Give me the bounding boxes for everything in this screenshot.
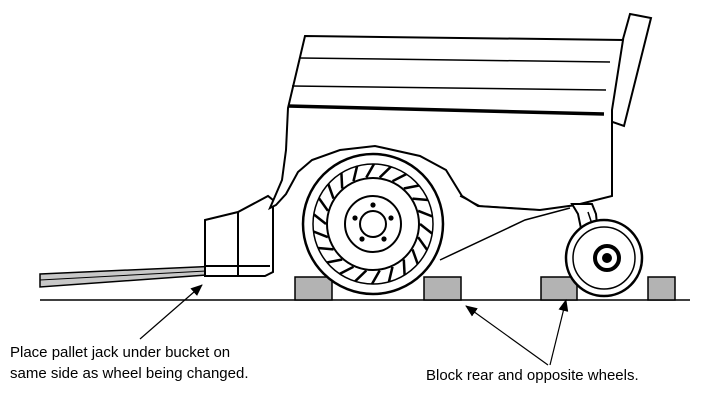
tread-lug (417, 209, 433, 218)
tread-lug (339, 265, 355, 276)
tread-lug (326, 258, 343, 264)
undercarriage-line (439, 207, 571, 261)
tread-lug (327, 183, 335, 200)
tread-lug (352, 165, 359, 182)
tread-lug (370, 269, 381, 285)
tread-lug (313, 213, 327, 225)
bucket (204, 194, 274, 277)
wheel-blocks (294, 276, 676, 301)
tread-lug (365, 163, 376, 179)
pallet-jack-caption: Place pallet jack under bucket on same s… (10, 342, 249, 384)
pallet-jack-arrow (139, 284, 203, 340)
tread-lug (403, 184, 420, 190)
tread-lug (402, 259, 406, 276)
block-wheels-caption-text: Block rear and opposite wheels. (426, 367, 639, 384)
tread-lug (317, 246, 334, 251)
tread-lug (387, 266, 394, 283)
block-arrow-front (465, 305, 549, 366)
tread-lug (313, 230, 329, 239)
tread-lug (378, 165, 392, 179)
block-front-right (423, 276, 462, 301)
tread-lug (411, 248, 419, 265)
tread-lug (412, 197, 429, 202)
rear-caster-wheel (564, 203, 644, 298)
tread-lug (417, 236, 429, 251)
pallet-jack-caption-line-2: same side as wheel being changed. (10, 365, 249, 382)
block-front-left (294, 276, 333, 301)
tread-lug (340, 172, 344, 189)
block-rear-left (540, 276, 578, 301)
block-wheels-caption: Block rear and opposite wheels. (426, 365, 639, 386)
block-arrow-rear (549, 299, 569, 366)
tread-lug (419, 223, 433, 235)
drive-wheel (301, 152, 445, 296)
pallet-jack-caption-line-1: Place pallet jack under bucket on (10, 344, 231, 361)
tread-lug (317, 197, 329, 212)
machine-body (268, 12, 653, 212)
tread-lug (391, 172, 407, 183)
block-rear-right (647, 276, 676, 301)
tread-lug (354, 269, 368, 283)
